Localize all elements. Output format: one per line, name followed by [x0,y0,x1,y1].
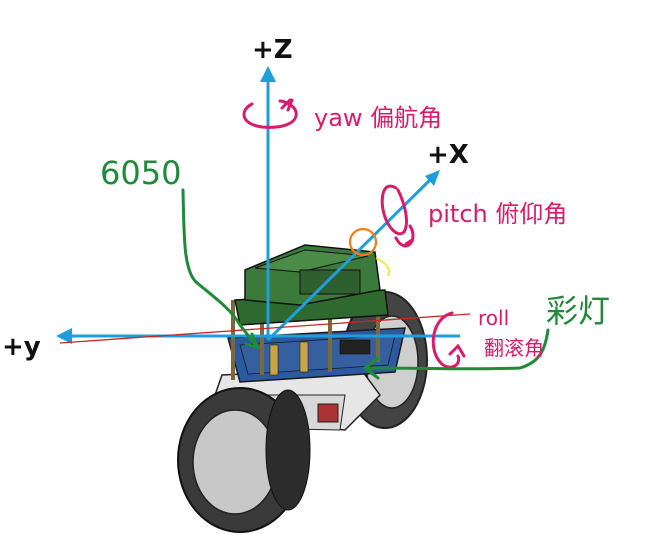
sensor-highlight [348,227,390,277]
sensor-callout-line [181,188,260,350]
x-axis-label: +X [427,140,469,170]
light-callout-line [363,328,550,380]
robot-car [177,244,428,533]
pitch-label: pitch 俯仰角 [428,200,567,228]
yaw-rotation-arrow [242,98,298,129]
roll-label: roll [478,306,509,330]
pitch-rotation-arrow [380,184,415,248]
y-axis-label: +y [2,332,41,362]
yaw-label: yaw 偏航角 [314,104,442,132]
y-axis [56,328,460,344]
z-axis-arrowhead [260,66,276,82]
y-axis-arrowhead [56,328,72,344]
front-wheel [177,387,311,533]
main-pcb [227,327,406,383]
light-label: 彩灯 [546,292,610,330]
z-axis [260,66,276,340]
battery-board [234,244,389,326]
roll-rotation-arrow [431,311,466,369]
sensor-label: 6050 [100,154,181,192]
z-axis-label: +Z [252,35,293,65]
x-axis-arrowhead [425,170,440,186]
roll-reference-line [59,313,471,344]
roll-cn-label: 翻滚角 [484,336,544,360]
